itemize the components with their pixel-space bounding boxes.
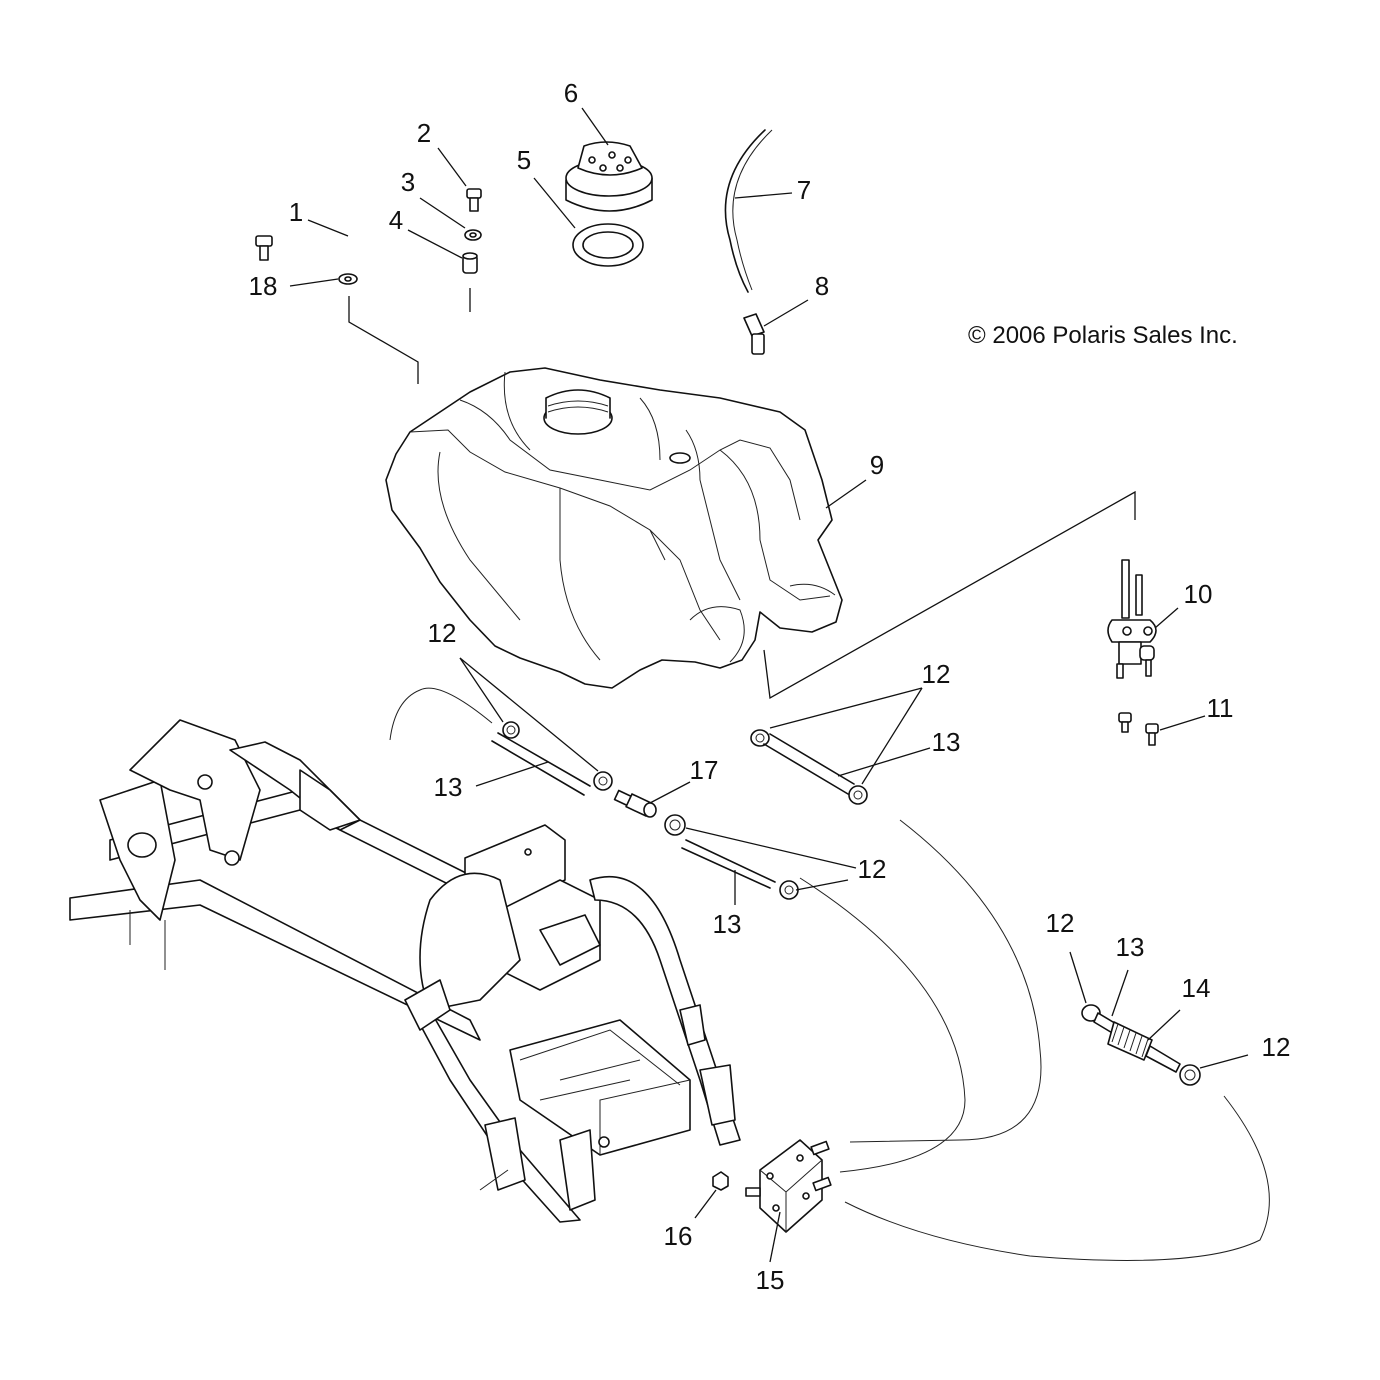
- vent-hose-part-7: [724, 129, 766, 293]
- fuel-pump-part-15: [745, 1139, 832, 1233]
- fuel-tank-part-9: [385, 367, 843, 689]
- callout-12: 12: [1262, 1032, 1291, 1062]
- bushing-part-4: [462, 252, 478, 274]
- callout-9: 9: [870, 450, 884, 480]
- callout-10: 10: [1184, 579, 1213, 609]
- callout-labels: 1 2 3 4 5 6 7 8 9 10 11 12 12 12 12 12 1…: [249, 78, 1291, 1295]
- filter-assembly-part-14: [1081, 1004, 1201, 1086]
- nut-part-16: [712, 1171, 729, 1191]
- screw-part-11b: [1145, 723, 1159, 746]
- callout-5: 5: [517, 145, 531, 175]
- callout-17: 17: [690, 755, 719, 785]
- clamp-part-12-right-a: [750, 729, 770, 747]
- callout-18: 18: [249, 271, 278, 301]
- fuel-cap-part-6: [565, 141, 653, 212]
- callout-13: 13: [434, 772, 463, 802]
- callout-4: 4: [389, 205, 403, 235]
- fuel-line-left: [389, 687, 493, 741]
- callout-15: 15: [756, 1265, 785, 1295]
- callout-13: 13: [713, 909, 742, 939]
- callout-2: 2: [417, 118, 431, 148]
- callout-12: 12: [1046, 908, 1075, 938]
- clamp-part-12-low: [779, 880, 799, 900]
- connector-part-17: [613, 789, 657, 818]
- callout-12: 12: [858, 854, 887, 884]
- callout-12: 12: [428, 618, 457, 648]
- callout-11: 11: [1207, 693, 1234, 723]
- callout-8: 8: [815, 271, 829, 301]
- hose-part-13-a-edge: [497, 732, 591, 787]
- fuel-valve-part-10: [1107, 559, 1157, 679]
- callout-3: 3: [401, 167, 415, 197]
- fuel-line-right: [849, 819, 1042, 1143]
- callout-6: 6: [564, 78, 578, 108]
- vehicle-frame: [69, 719, 741, 1223]
- callout-14: 14: [1182, 973, 1211, 1003]
- clamp-part-12-mid: [664, 814, 686, 836]
- gasket-part-5: [572, 223, 644, 267]
- bolt-part-1: [255, 235, 273, 261]
- bolt-part-2: [466, 188, 482, 212]
- leader-lines: [289, 107, 1249, 1263]
- washer-part-18: [338, 273, 358, 285]
- callout-12: 12: [922, 659, 951, 689]
- callout-13: 13: [1116, 932, 1145, 962]
- callout-7: 7: [797, 175, 811, 205]
- fitting-part-8: [743, 313, 765, 355]
- callout-13: 13: [932, 727, 961, 757]
- screw-part-11a: [1118, 712, 1132, 733]
- clamp-part-12-right-b: [848, 785, 868, 805]
- clamp-part-12-left-a: [502, 721, 520, 739]
- clamp-part-12-left-b: [593, 771, 613, 791]
- callout-1: 1: [289, 197, 303, 227]
- fuel-line-bottom: [844, 1095, 1270, 1261]
- copyright-text: © 2006 Polaris Sales Inc.: [968, 322, 1238, 349]
- washer-part-3: [464, 229, 482, 241]
- fuel-line-middle: [799, 877, 966, 1173]
- callout-16: 16: [664, 1221, 693, 1251]
